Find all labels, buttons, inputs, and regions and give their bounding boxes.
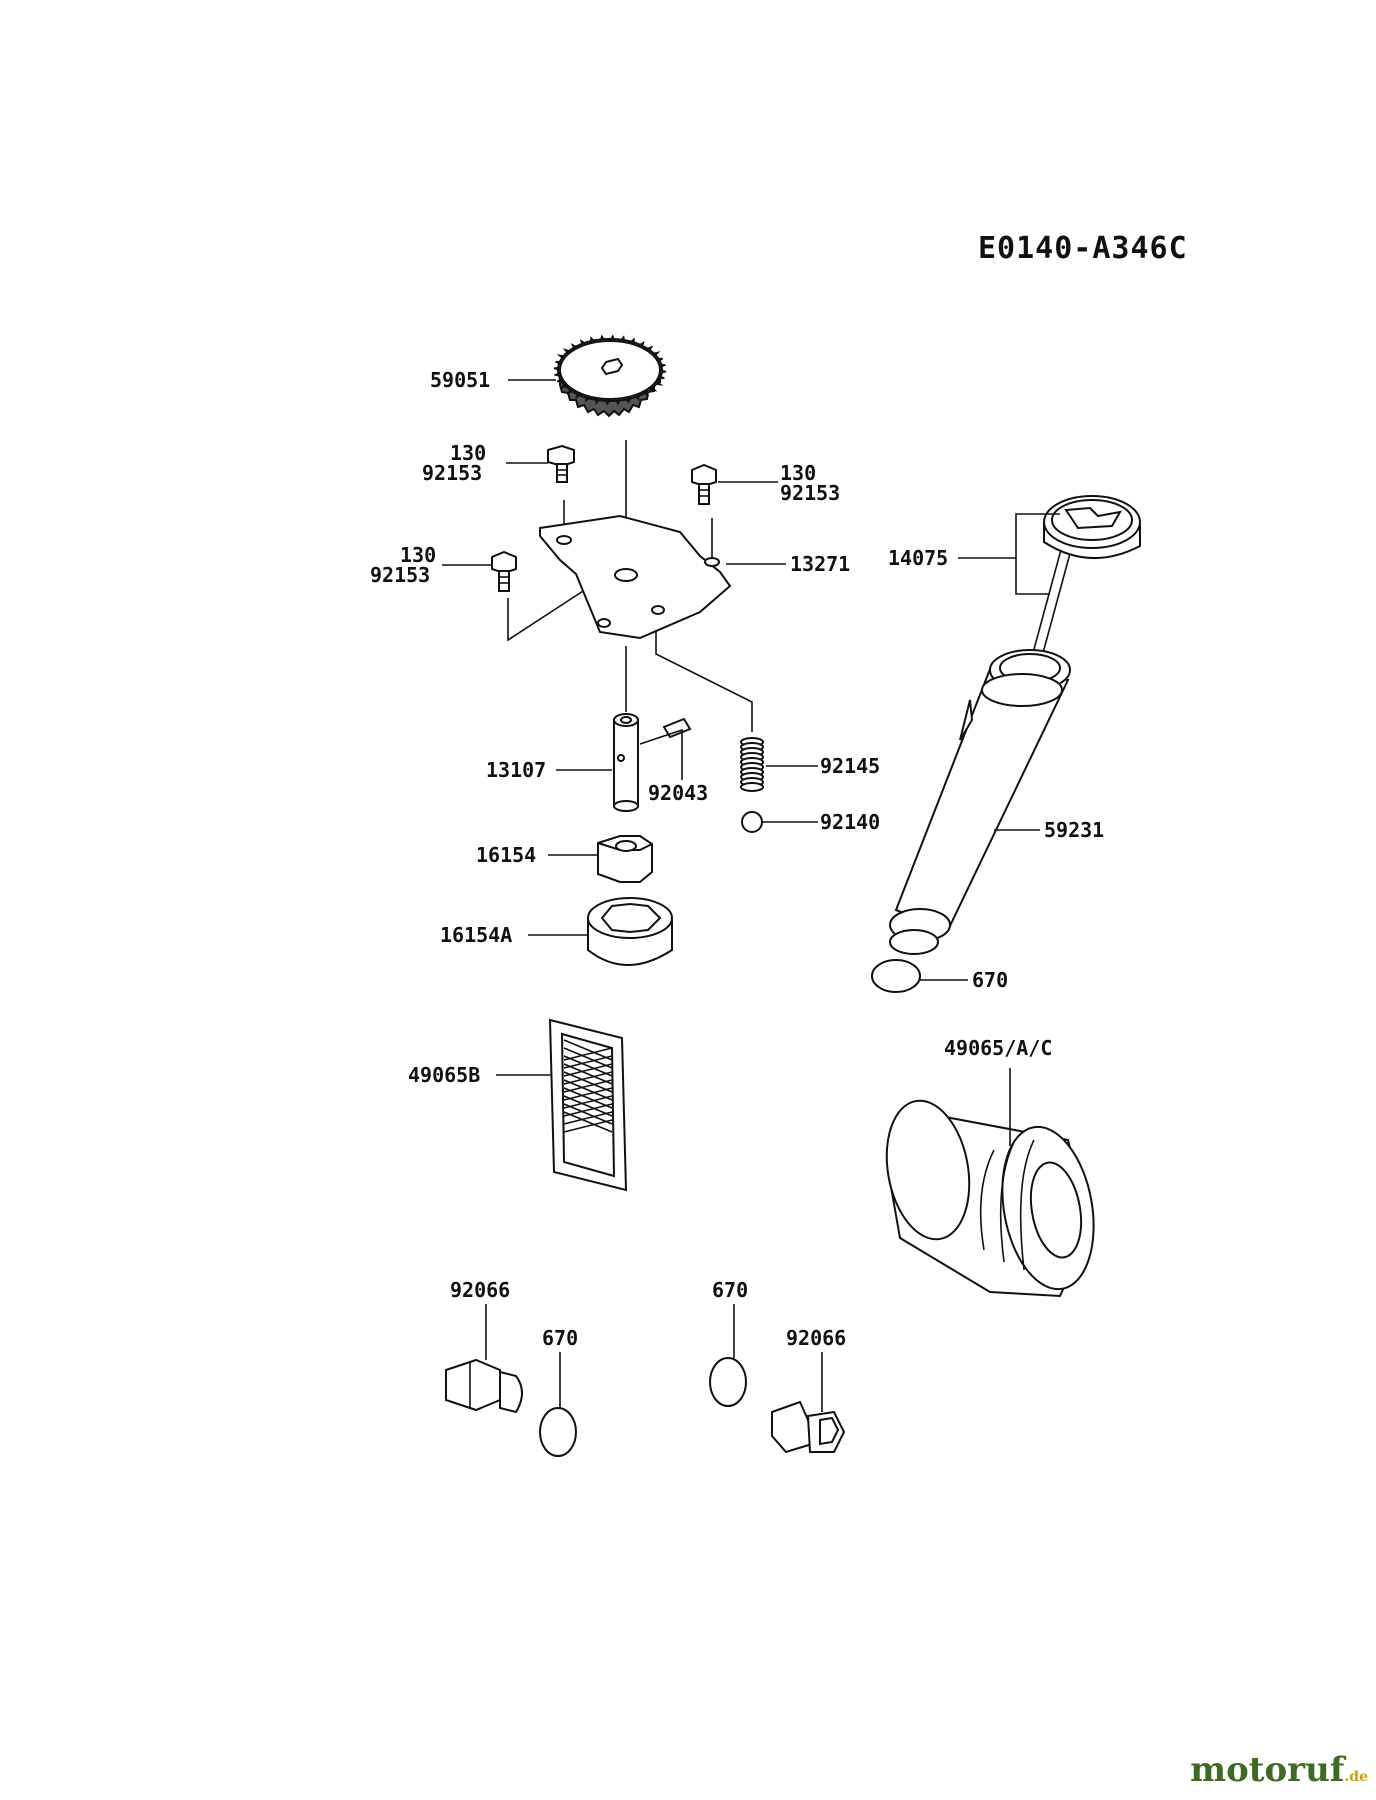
o-ring-left [539,1407,577,1457]
label-shaft: 13107 [486,758,546,782]
label-filler-tube: 59231 [1044,818,1104,842]
label-spring: 92145 [820,754,880,778]
label-bolt-b-2: 92153 [780,481,840,505]
label-plug-right: 92066 [786,1326,846,1350]
bracket-dipstick [1015,513,1060,595]
relief-ball [741,811,763,833]
diagram-code: E0140-A346C [978,231,1188,266]
relief-spring [740,737,764,792]
bolt-a [547,444,575,483]
label-filter: 49065/A/C [944,1036,1052,1060]
watermark-logo: motoruf.de [1190,1750,1368,1790]
inner-rotor [597,835,653,883]
spring-axis [655,630,753,732]
label-plate: 13271 [790,552,850,576]
pump-cover-plate [539,514,732,640]
leader-pin [639,728,683,780]
bolt-c-axis [507,579,601,642]
label-bolt-a-1: 130 [450,441,486,465]
drain-plug-left [445,1358,523,1414]
outer-rotor [587,897,673,966]
label-oring-tube: 670 [972,968,1008,992]
bolt-b [691,463,717,505]
label-bolt-c-2: 92153 [370,563,430,587]
oil-filter [885,1099,1095,1298]
pump-shaft [613,713,639,812]
label-plug-left: 92066 [450,1278,510,1302]
label-bolt-c-1: 130 [400,543,436,567]
label-bolt-b-1: 130 [780,461,816,485]
bolt-c [491,550,517,592]
label-ball: 92140 [820,810,880,834]
label-oring-left: 670 [542,1326,578,1350]
label-bolt-a-2: 92153 [422,461,482,485]
oil-pump-gear [553,334,667,418]
o-ring-right [709,1357,747,1407]
label-pin: 92043 [648,781,708,805]
label-dipstick: 14075 [888,546,948,570]
oil-screen [548,1018,628,1192]
label-inner-rotor: 16154 [476,843,536,867]
o-ring-tube [871,959,921,993]
label-outer-rotor: 16154A [440,923,512,947]
label-oring-right: 670 [712,1278,748,1302]
drain-plug-right [771,1400,846,1454]
pin [662,717,692,739]
oil-filler-tube [889,649,1071,955]
dipstick [1029,495,1141,665]
label-gear: 59051 [430,368,490,392]
label-screen: 49065B [408,1063,480,1087]
